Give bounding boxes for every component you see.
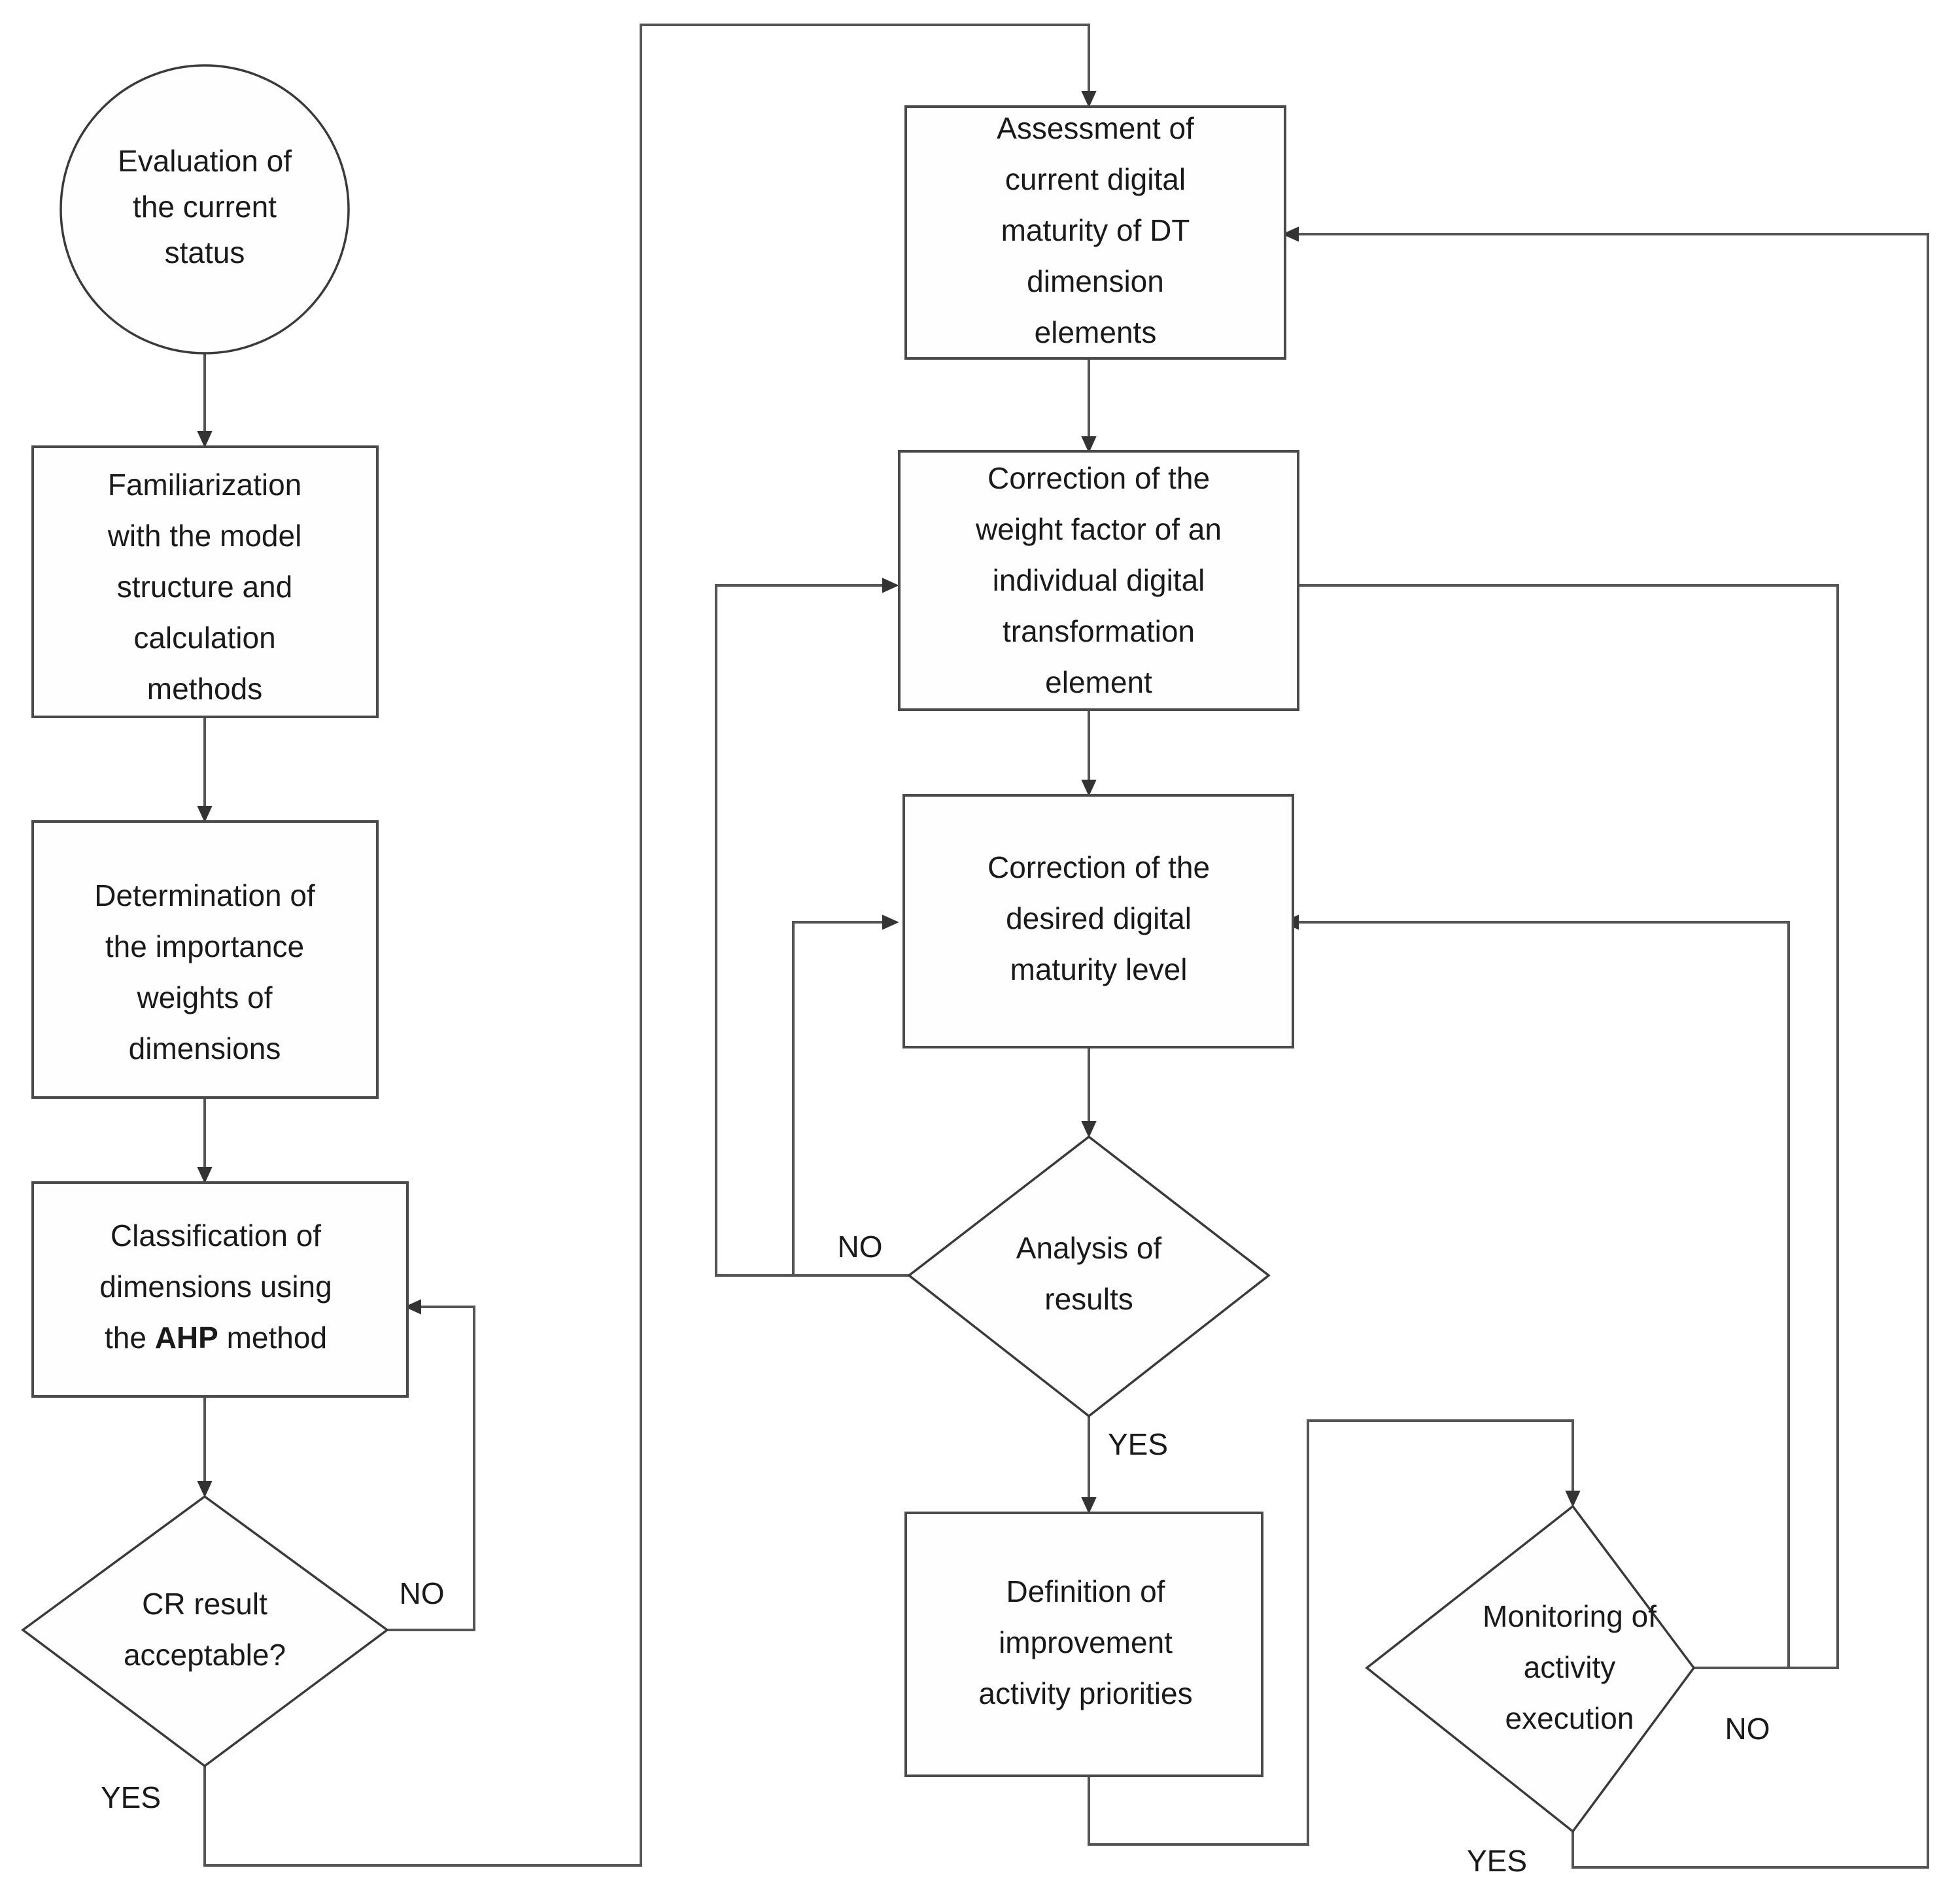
weight-correction-label-line-1: Correction of the	[988, 461, 1210, 495]
analysis-decision-label-line-1: Analysis of	[1016, 1231, 1162, 1265]
classification-label-line-2: dimensions using	[99, 1270, 332, 1304]
classification-label-line-3: the AHP method	[105, 1321, 327, 1355]
classification-label-line-1: Classification of	[111, 1219, 321, 1253]
monitoring-no-label: NO	[1725, 1712, 1770, 1746]
definition-priorities-label-line-3: activity priorities	[978, 1676, 1192, 1710]
weight-correction-label-line-2: weight factor of an	[975, 512, 1222, 546]
familiarization-label-line-5: methods	[147, 672, 262, 706]
classification-ahp-term: AHP	[155, 1321, 218, 1355]
analysis-decision-label-line-2: results	[1044, 1282, 1133, 1316]
maturity-correction-label-line-2: desired digital	[1006, 901, 1192, 935]
weight-correction-label-line-3: individual digital	[993, 563, 1205, 597]
monitoring-yes-label: YES	[1467, 1844, 1527, 1878]
classification-suffix: method	[218, 1321, 327, 1355]
cr-yes-label: YES	[101, 1780, 161, 1814]
definition-priorities-label-line-2: improvement	[999, 1625, 1173, 1659]
cr-decision-label-line-2: acceptable?	[124, 1638, 286, 1672]
maturity-correction-label-line-1: Correction of the	[988, 850, 1210, 884]
familiarization-label-line-4: calculation	[133, 621, 275, 655]
classification-prefix: the	[105, 1321, 155, 1355]
assessment-label-line-2: current digital	[1005, 162, 1186, 196]
node-classification[interactable]: Classification of dimensions using the A…	[33, 1183, 407, 1396]
familiarization-label-line-3: structure and	[117, 570, 292, 604]
cr-no-label: NO	[400, 1576, 445, 1610]
familiarization-label-line-1: Familiarization	[108, 468, 302, 502]
analysis-yes-label: YES	[1108, 1427, 1168, 1461]
node-assessment[interactable]: Assessment of current digital maturity o…	[906, 107, 1285, 358]
assessment-label-line-3: maturity of DT	[1001, 213, 1190, 247]
assessment-label-line-1: Assessment of	[997, 111, 1194, 145]
determination-label-line-4: dimensions	[129, 1031, 281, 1065]
weight-correction-label-line-4: transformation	[1003, 614, 1195, 648]
analysis-no-label: NO	[838, 1230, 883, 1264]
node-familiarization[interactable]: Familiarization with the model structure…	[33, 447, 377, 717]
determination-label-line-2: the importance	[105, 929, 304, 963]
assessment-label-line-5: elements	[1035, 315, 1157, 349]
maturity-correction-label-line-3: maturity level	[1010, 952, 1188, 986]
determination-label-line-1: Determination of	[94, 878, 315, 912]
definition-priorities-label-line-1: Definition of	[1006, 1574, 1165, 1608]
node-definition-priorities[interactable]: Definition of improvement activity prior…	[906, 1513, 1262, 1776]
start-label-line-1: Evaluation of	[118, 144, 292, 178]
weight-correction-label-line-5: element	[1045, 665, 1152, 699]
monitoring-decision-label-line-3: execution	[1505, 1701, 1634, 1735]
familiarization-label-line-2: with the model	[107, 519, 302, 553]
cr-decision-label-line-1: CR result	[142, 1587, 267, 1621]
node-start[interactable]: Evaluation of the current status	[61, 65, 349, 353]
monitoring-decision-label-line-2: activity	[1524, 1650, 1616, 1684]
node-determination[interactable]: Determination of the importance weights …	[33, 822, 377, 1098]
determination-label-line-3: weights of	[136, 980, 272, 1014]
monitoring-decision-label-line-1: Monitoring of	[1483, 1599, 1657, 1633]
start-label-line-2: the current	[133, 190, 277, 224]
node-maturity-correction[interactable]: Correction of the desired digital maturi…	[904, 795, 1293, 1047]
node-weight-correction[interactable]: Correction of the weight factor of an in…	[899, 451, 1298, 710]
start-label-line-3: status	[165, 235, 245, 269]
assessment-label-line-4: dimension	[1027, 264, 1164, 298]
